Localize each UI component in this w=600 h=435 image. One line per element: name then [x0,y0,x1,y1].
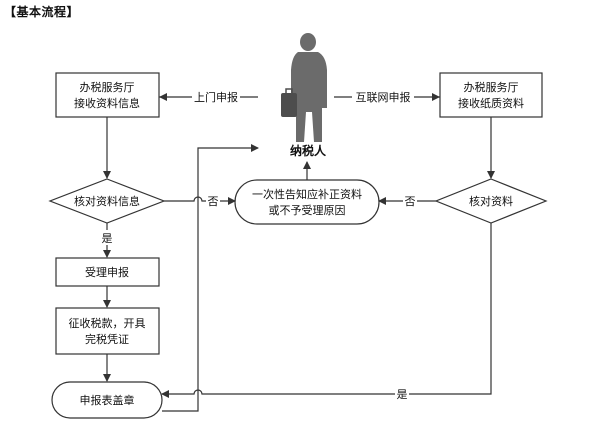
edge-label-yes-bottom: 是 [397,388,408,401]
stamp-label: 申报表盖章 [80,393,135,407]
verify-info-label: 核对资料信息 [74,194,140,208]
collect-line1: 征收税款，开具 [69,316,146,330]
notify-line1: 一次性告知应补正资料 [252,187,362,201]
taxpayer-label: 纳税人 [290,143,327,158]
page-title: 【基本流程】 [4,5,80,19]
edge-label-online: 互联网申报 [356,90,411,104]
hall-receive-paper-line1: 办税服务厅 [464,80,519,94]
edge-label-onsite: 上门申报 [194,90,238,104]
taxpayer-figure-icon [281,33,327,142]
notify-line2: 或不予受理原因 [269,204,346,217]
hall-receive-paper-box [439,72,543,118]
hall-receive-paper-line2: 接收纸质资料 [458,96,524,110]
collect-line2: 完税凭证 [85,332,129,346]
edge-label-no-left: 否 [208,195,219,208]
edge-label-yes-left: 是 [102,232,113,245]
accept-label: 受理申报 [85,265,129,279]
hall-receive-info-line2: 接收资料信息 [74,96,140,110]
accept-box [55,257,160,287]
notify-node [234,179,380,225]
edge-label-no-right: 否 [405,195,416,208]
hall-receive-info-line1: 办税服务厅 [80,80,135,94]
verify-docs-label: 核对资料 [469,194,513,208]
collect-box [55,307,160,355]
stamp-node [51,381,163,419]
hall-receive-info-box [55,72,160,118]
